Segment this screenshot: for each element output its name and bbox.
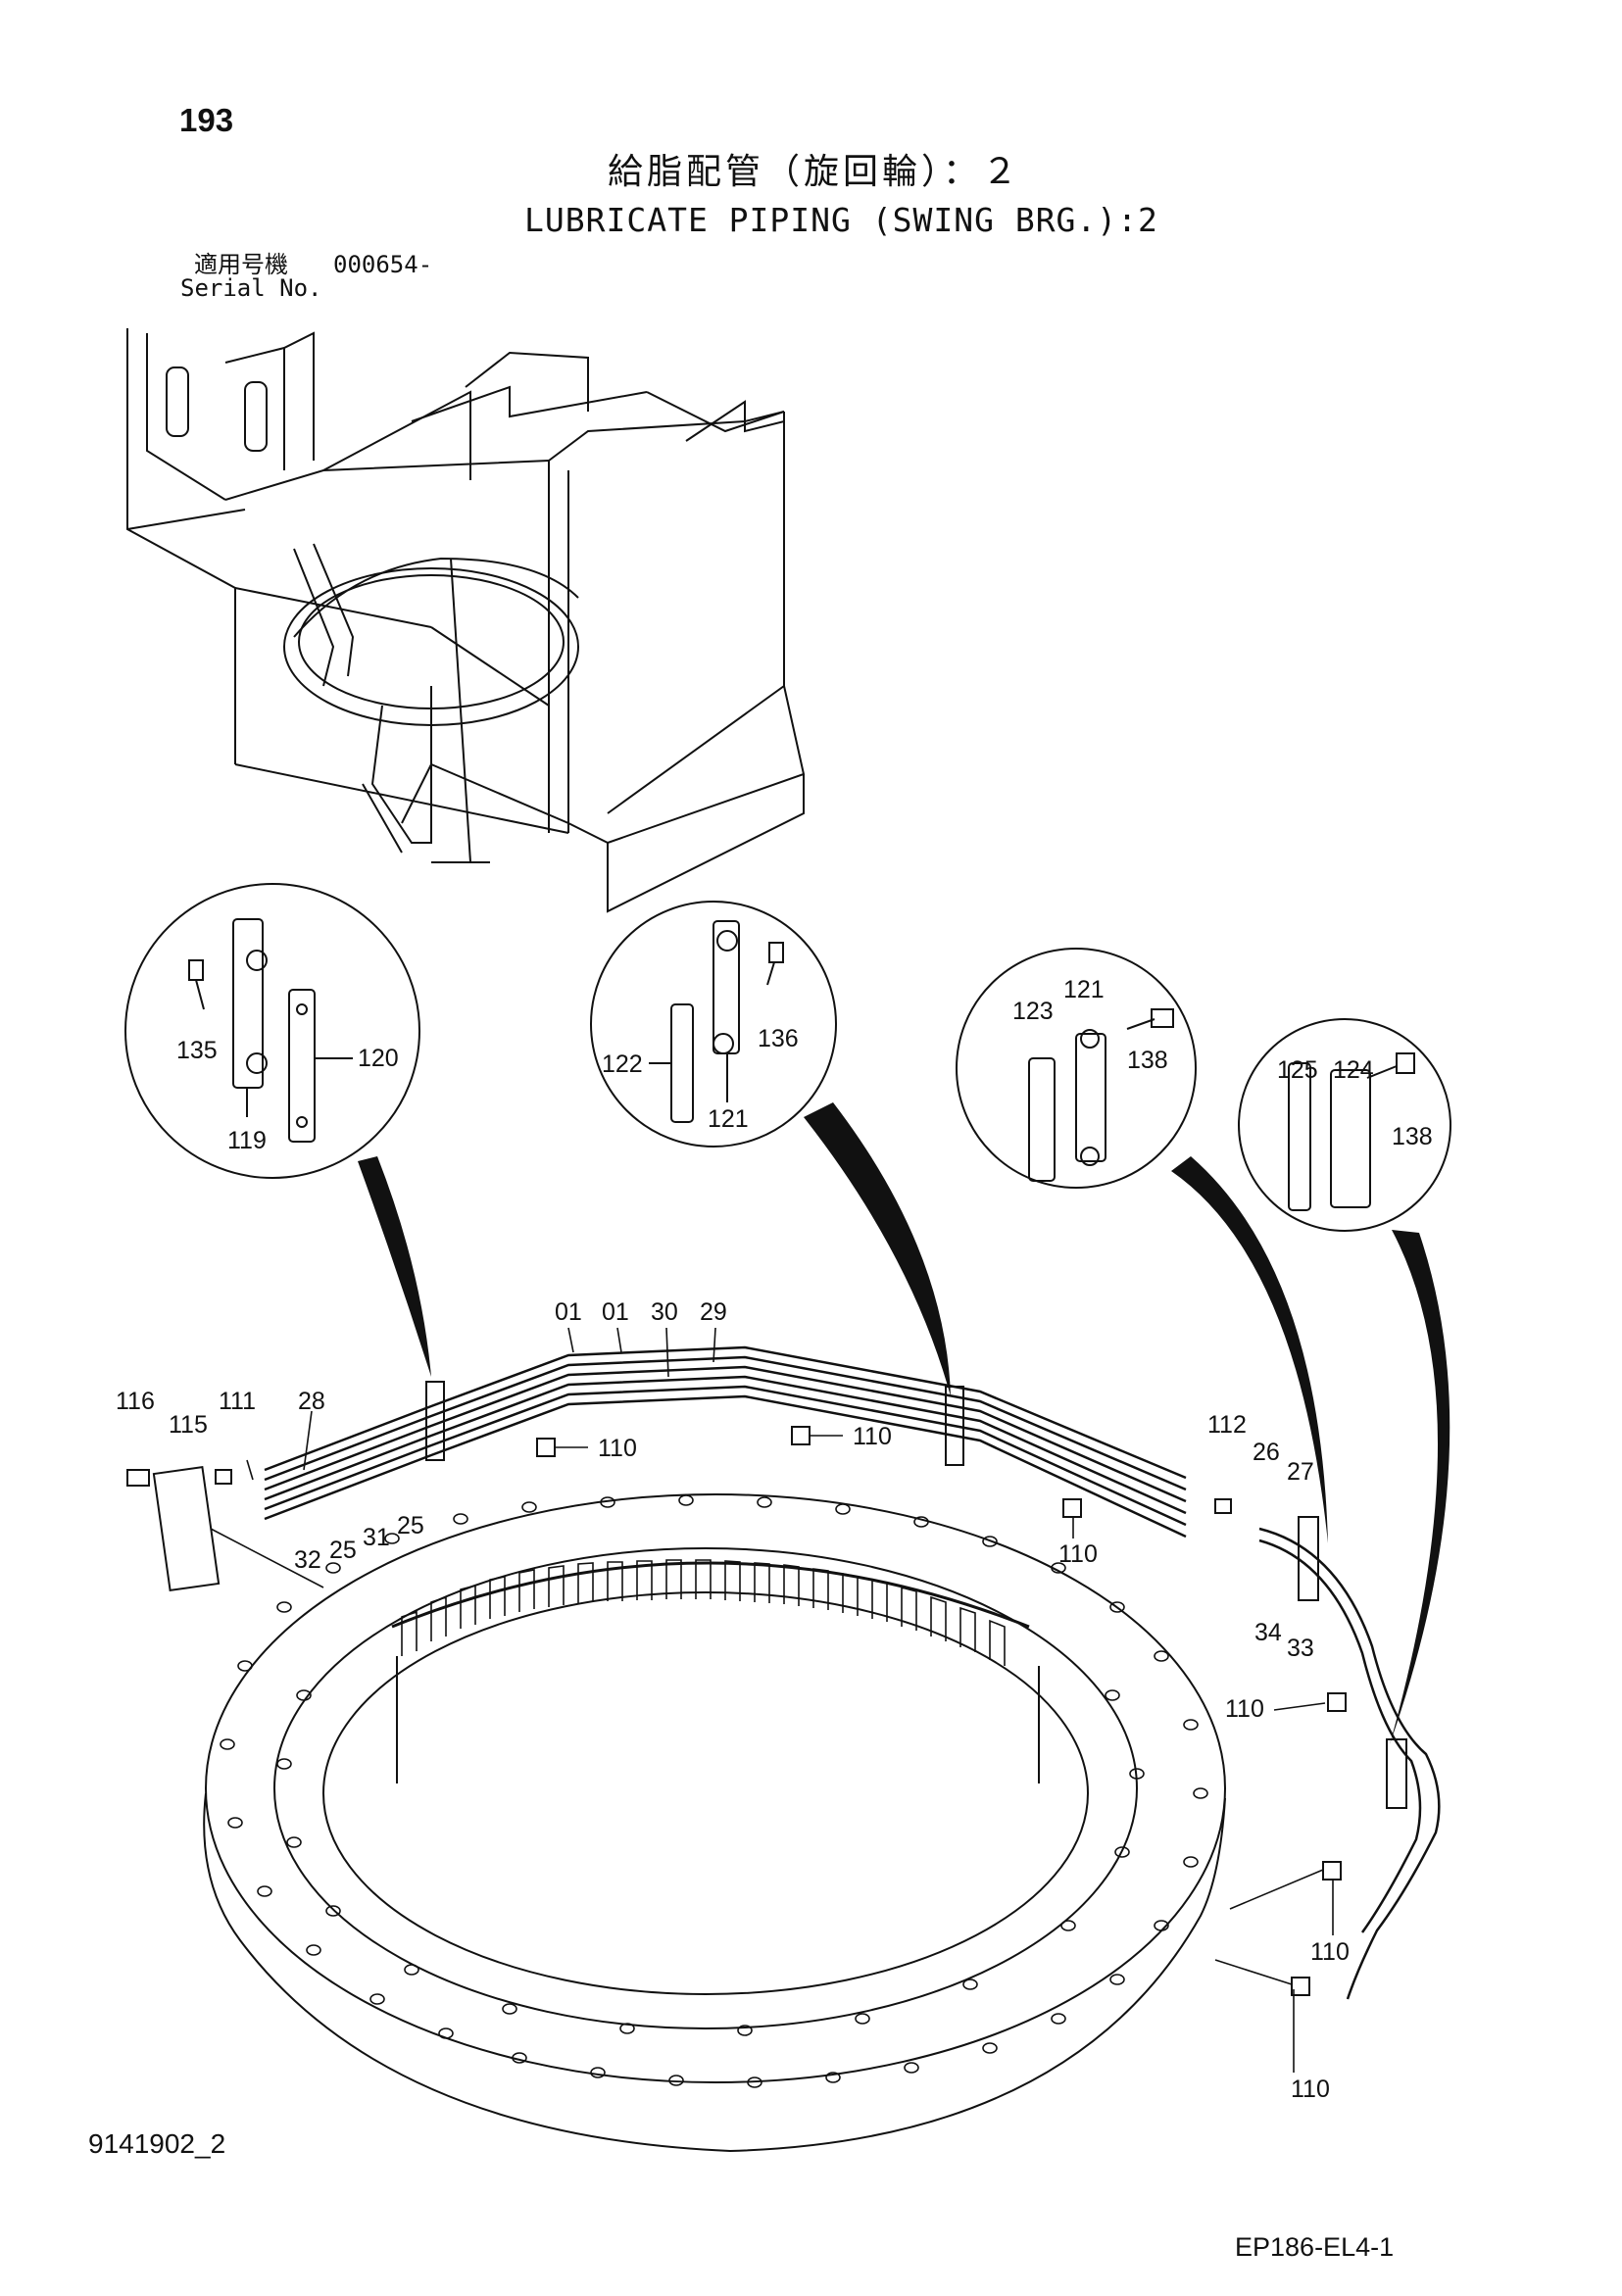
label-part-110: 110 xyxy=(1225,1695,1264,1723)
serial-label-japanese: 適用号機 xyxy=(194,251,288,278)
grease-nipple-a xyxy=(536,1438,556,1457)
label-part-27: 27 xyxy=(1287,1458,1314,1486)
grease-nipple-f xyxy=(1291,1977,1310,1996)
grease-nipple-c xyxy=(1062,1498,1082,1518)
label-part-121: 121 xyxy=(1063,976,1105,1003)
label-part-116: 116 xyxy=(116,1388,155,1415)
page-number: 193 xyxy=(179,102,234,138)
label-part-110: 110 xyxy=(1291,2076,1330,2103)
swing-bearing-ring xyxy=(203,1493,1226,2153)
label-part-31: 31 xyxy=(363,1524,390,1551)
pipe-clamp-right xyxy=(1298,1516,1319,1601)
figure-number: 9141902_2 xyxy=(88,2128,226,2159)
ring-bolt-holes xyxy=(220,1494,1208,2088)
machine-frame-sketch xyxy=(126,328,806,913)
grease-nipple-e xyxy=(1322,1861,1342,1881)
label-part-124: 124 xyxy=(1333,1056,1374,1084)
serial-number-value: 000654- xyxy=(333,251,433,278)
sheet-code: EP186-EL4-1 xyxy=(1235,2232,1395,2262)
title-english: LUBRICATE PIPING (SWING BRG.):2 xyxy=(524,201,1158,239)
bolt-116 xyxy=(126,1469,150,1487)
label-part-25: 25 xyxy=(329,1537,357,1564)
detail-circle-3 xyxy=(956,948,1197,1189)
detail-circle-1 xyxy=(124,883,420,1179)
fitting-111 xyxy=(215,1469,232,1485)
label-part-28: 28 xyxy=(298,1388,325,1415)
pipe-clamp-lower-right xyxy=(1386,1738,1407,1809)
part-number-labels: 01 01 30 29 116 115 111 28 32 25 31 25 1… xyxy=(116,976,1433,2103)
leader-lines xyxy=(210,1327,1334,2073)
detail-circle-2 xyxy=(590,901,837,1148)
label-part-111: 111 xyxy=(219,1388,256,1415)
label-part-110: 110 xyxy=(598,1435,637,1462)
label-part-138: 138 xyxy=(1127,1047,1168,1074)
pipe-clamp-center xyxy=(945,1386,964,1466)
pipe-clamp-left xyxy=(425,1381,445,1461)
label-part-30: 30 xyxy=(651,1298,678,1326)
label-part-32: 32 xyxy=(294,1546,321,1574)
grease-nipple-d xyxy=(1327,1692,1347,1712)
label-part-112: 112 xyxy=(1207,1411,1247,1439)
label-part-120: 120 xyxy=(358,1045,399,1072)
label-part-122: 122 xyxy=(602,1050,643,1078)
grease-nipple-b xyxy=(791,1426,811,1445)
lube-pipe-right-run xyxy=(1258,1527,1441,2000)
label-part-121: 121 xyxy=(708,1105,749,1133)
serial-label-english: Serial No. xyxy=(180,274,322,302)
label-part-34: 34 xyxy=(1254,1619,1282,1646)
ring-gear-teeth xyxy=(401,1559,1006,1666)
label-part-125: 125 xyxy=(1277,1056,1318,1084)
label-part-135: 135 xyxy=(176,1037,218,1064)
label-part-110: 110 xyxy=(1058,1540,1098,1568)
label-part-136: 136 xyxy=(758,1025,799,1052)
label-part-110: 110 xyxy=(1310,1938,1350,1966)
label-part-01: 01 xyxy=(602,1298,629,1326)
fitting-112 xyxy=(1214,1498,1232,1514)
label-part-01: 01 xyxy=(555,1298,582,1326)
label-part-119: 119 xyxy=(227,1127,267,1154)
lube-pipe-bundle xyxy=(264,1345,1187,1539)
detail-circle-4 xyxy=(1238,1018,1451,1232)
title-japanese: 給脂配管（旋回輪）：２ xyxy=(608,152,1022,192)
label-part-138: 138 xyxy=(1392,1123,1433,1150)
label-part-110: 110 xyxy=(853,1423,892,1450)
label-part-33: 33 xyxy=(1287,1635,1314,1662)
label-part-29: 29 xyxy=(700,1298,727,1326)
label-part-123: 123 xyxy=(1012,998,1054,1025)
grease-block xyxy=(152,1465,221,1592)
label-part-115: 115 xyxy=(169,1411,208,1439)
label-part-25: 25 xyxy=(397,1512,424,1539)
label-part-26: 26 xyxy=(1253,1439,1280,1466)
